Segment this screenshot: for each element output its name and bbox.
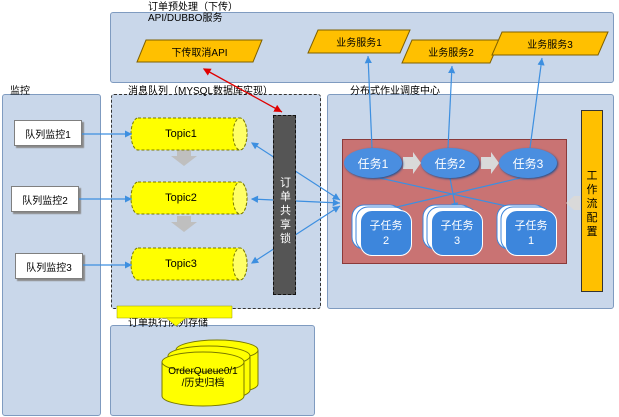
preprocess-title-line1: 订单预处理（下传） [148,2,238,13]
workflow-char-1: 工 [586,170,598,182]
cancel-lock-arrow [202,68,283,113]
order-shared-lock[interactable]: 订 单 共 享 锁 [273,115,296,295]
subtask-1[interactable]: 子任务 1 [505,210,557,256]
topic-cylinders [130,117,248,281]
task3-subtask-arrow [383,177,521,212]
workflow-char-3: 流 [586,198,598,210]
task2-service2-arrow [447,65,456,149]
subtask-3-line2: 3 [453,235,461,247]
queue-title: 消息队列（MYSQL数据库实现） [128,86,274,97]
topic-3-label: Topic3 [165,258,197,270]
lock-char-2: 单 [280,191,291,203]
service-2-shape [401,39,501,64]
queue-monitor-1[interactable]: 队列监控1 [14,120,82,146]
subtask-1-line2: 1 [527,235,535,247]
storage-title: 订单执行队列存储 [128,318,208,329]
task-3[interactable]: 任务3 [499,148,557,178]
monitor-title: 监控 [10,86,30,97]
topic-3[interactable]: Topic3 [136,248,240,280]
lock-char-5: 锁 [280,233,291,245]
service-3-label: 业务服务3 [527,40,573,51]
topic-2-label: Topic2 [165,192,197,204]
workflow-arrow [566,196,580,210]
subtask-2-line1: 子任务 [369,220,403,232]
topic-1-cap [232,117,248,151]
workflow-char-4: 配 [586,212,598,224]
topic1-scheduler-arrow [250,142,341,201]
topic-1-label: Topic1 [165,128,197,140]
cancel-api-label: 下传取消API [171,47,228,59]
db-label-line1: OrderQueue0/1 [168,366,238,377]
scheduler-title: 分布式作业调度中心 [350,86,440,97]
workflow-config[interactable]: 工 作 流 配 置 [581,110,603,292]
preprocess-title-line2: API/DUBBO服务 [148,13,223,24]
lock-char-3: 共 [280,205,291,217]
task-arrow-2 [481,152,499,174]
topic-down-arrow-1 [171,150,197,166]
queue-monitor-3[interactable]: 队列监控3 [15,253,83,279]
cancel-api-shape [136,39,263,63]
order-queue-db[interactable]: OrderQueue0/1 /历史归档 [162,366,244,390]
topic-2[interactable]: Topic2 [136,182,240,214]
subtask-3-line1: 子任务 [440,220,474,232]
task-1[interactable]: 任务1 [344,148,402,178]
service-3-box[interactable]: 业务服务3 [492,32,608,55]
topic2-scheduler-arrow [250,195,341,207]
task1-service1-arrow [364,55,373,149]
cancel-api-box[interactable]: 下传取消API [137,40,262,62]
service-1-label: 业务服务1 [336,38,382,49]
topic-2-cap [232,181,248,215]
service-3-shape [491,31,609,56]
task-arrow-1 [403,152,421,174]
db-cylinders [161,339,259,407]
lock-char-1: 订 [280,177,291,189]
storage-down-arrow-head [165,317,187,327]
subtask-2-line2: 2 [382,235,390,247]
service-2-box[interactable]: 业务服务2 [402,40,500,63]
storage-down-arrow [116,305,233,319]
service-2-label: 业务服务2 [428,48,474,59]
workflow-char-5: 置 [586,226,598,238]
task-2[interactable]: 任务2 [421,148,479,178]
db-label-line2: /历史归档 [181,378,225,389]
topic-down-arrow-2 [171,216,197,232]
workflow-char-2: 作 [586,184,598,196]
topic-1[interactable]: Topic1 [136,118,240,150]
subtask-2[interactable]: 子任务 2 [360,210,412,256]
task3-service3-arrow [529,57,545,149]
service-1-shape [307,29,411,54]
topic3-scheduler-arrow [250,205,341,264]
queue-monitor-2[interactable]: 队列监控2 [11,186,79,212]
topic-3-cap [232,247,248,281]
lock-char-4: 享 [280,219,291,231]
subtask-1-line1: 子任务 [514,220,548,232]
service-1-box[interactable]: 业务服务1 [308,30,410,53]
subtask-3[interactable]: 子任务 3 [431,210,483,256]
